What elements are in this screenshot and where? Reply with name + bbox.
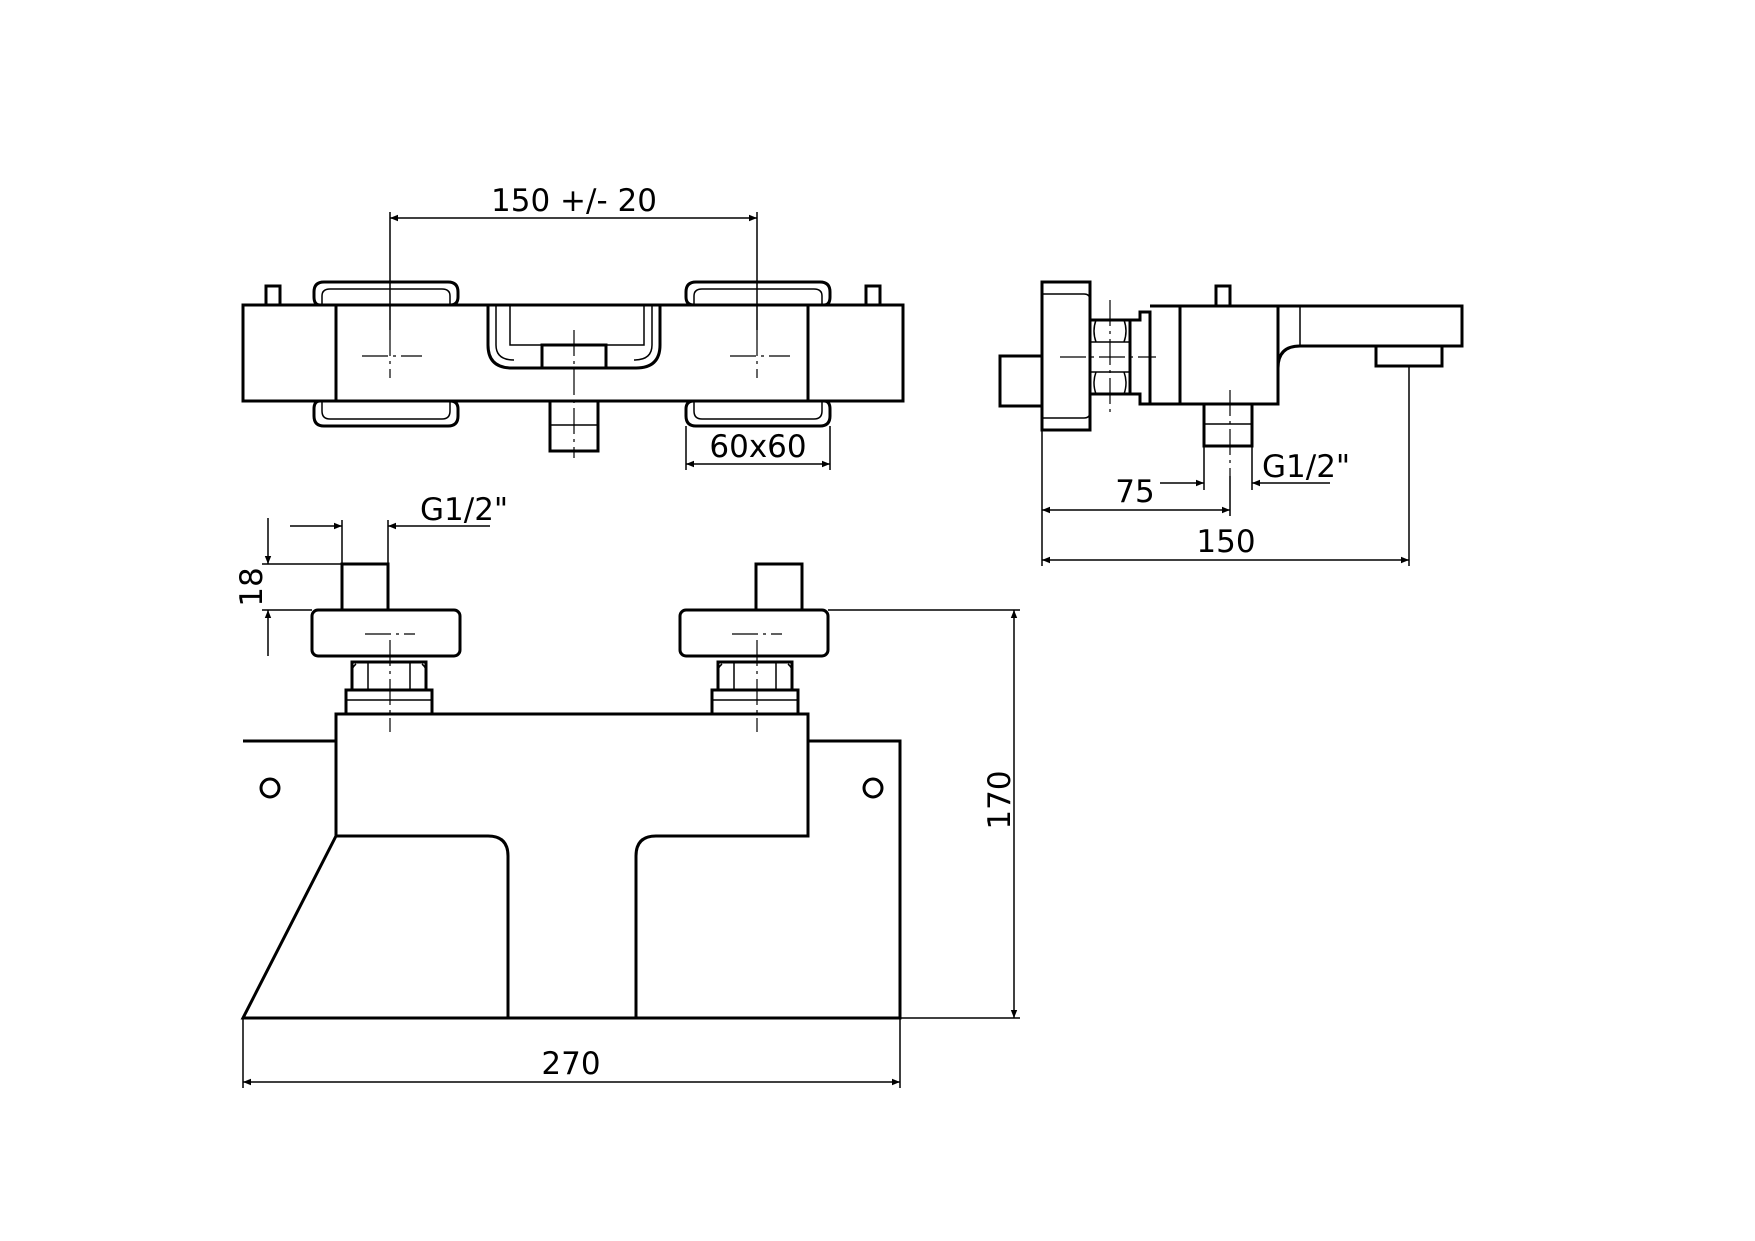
width-label: 270: [541, 1046, 600, 1082]
front-thread-label: G1/2": [420, 492, 508, 528]
side-thread-label: G1/2": [1262, 449, 1350, 485]
handle-size-label: 60x60: [709, 429, 806, 465]
top-view: 150 +/- 20 60x60: [241, 183, 905, 470]
centre-distance-label: 150 +/- 20: [491, 183, 657, 219]
side-offset-label: 75: [1115, 474, 1154, 510]
side-depth-label: 150: [1196, 524, 1255, 560]
front-view: G1/2" 18 170 270: [234, 492, 1020, 1088]
connector-length-label: 18: [234, 567, 270, 606]
side-view: 75 G1/2" 150: [998, 280, 1464, 566]
height-label: 170: [982, 770, 1018, 829]
